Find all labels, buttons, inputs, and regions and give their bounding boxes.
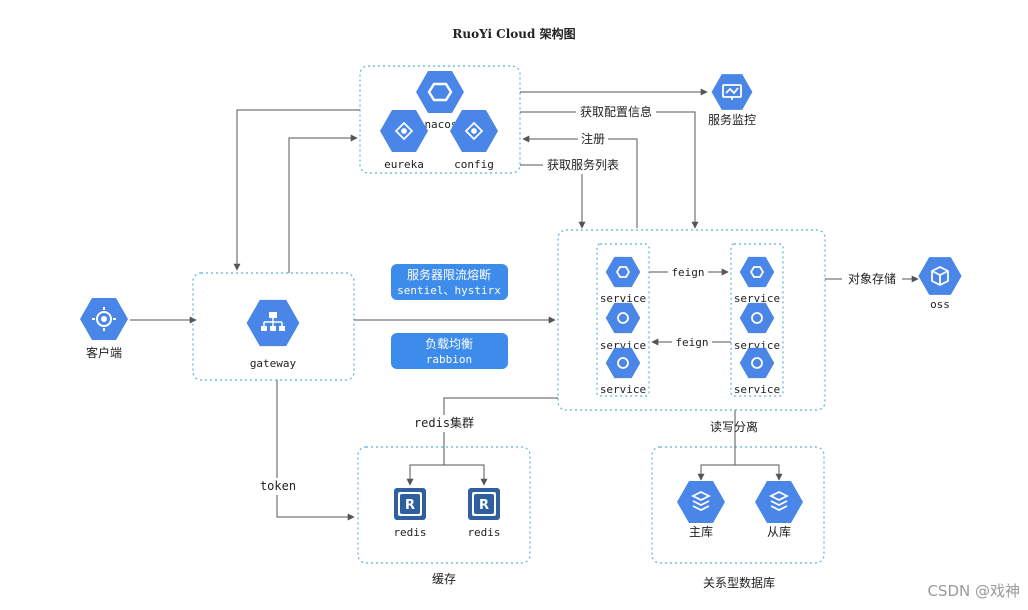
service-icon	[749, 266, 765, 278]
slave-db-label: 从库	[767, 524, 791, 539]
edge-redis-cluster	[443, 397, 558, 465]
monitor-node	[711, 74, 753, 110]
service-icon	[751, 312, 763, 324]
redis-2-label: redis	[467, 526, 500, 539]
services-box	[557, 229, 826, 411]
database-icon	[768, 490, 790, 512]
target-icon	[92, 307, 116, 331]
config-label: config	[454, 158, 494, 171]
load-balance-title: 负载均衡	[425, 337, 473, 351]
master-db-node	[677, 481, 725, 523]
master-db-label: 主库	[689, 524, 713, 539]
label-redis-cluster: redis集群	[414, 415, 474, 430]
edge-gateway-registry	[288, 134, 358, 273]
gateway-label: gateway	[250, 357, 297, 370]
service-right-1-label: service	[734, 292, 780, 305]
label-get-services: 获取服务列表	[547, 157, 619, 172]
load-balance-subtitle: rabbion	[426, 353, 472, 366]
database-title: 关系型数据库	[703, 575, 775, 590]
redis-node-2: R	[468, 488, 500, 520]
config-icon	[464, 121, 484, 141]
redis-icon	[400, 494, 420, 514]
label-get-config: 获取配置信息	[580, 104, 652, 119]
edge-token	[276, 380, 355, 521]
eureka-node	[380, 110, 428, 152]
rate-limit-badge: 服务器限流熔断 sentiel、hystirx	[391, 264, 508, 300]
service-right-3-label: service	[734, 383, 780, 396]
service-icon	[751, 357, 763, 369]
service-icon	[617, 312, 629, 324]
client-label: 客户端	[86, 345, 122, 360]
nacos-label: nacos	[424, 118, 457, 131]
nacos-node	[416, 71, 464, 113]
slave-db-node	[755, 481, 803, 523]
label-feign-2: feign	[675, 336, 708, 349]
config-node	[450, 110, 498, 152]
svg-text:R: R	[479, 498, 489, 513]
rate-limit-title: 服务器限流熔断	[407, 267, 491, 282]
eureka-label: eureka	[384, 158, 424, 171]
redis-1-label: redis	[393, 526, 426, 539]
label-feign-1: feign	[671, 266, 704, 279]
service-left-3	[605, 347, 641, 379]
service-left-1	[605, 256, 641, 288]
label-object-storage: 对象存储	[848, 271, 896, 286]
edge-redis-1	[406, 464, 444, 486]
registry-box	[359, 65, 521, 174]
oss-node	[918, 257, 962, 295]
service-right-1	[739, 256, 775, 288]
oss-label: oss	[930, 298, 950, 311]
diagram-title: RuoYi Cloud 架构图	[452, 26, 575, 41]
redis-icon	[474, 494, 494, 514]
service-right-2-label: service	[734, 339, 780, 352]
service-right-3	[739, 347, 775, 379]
redis-node-1: R	[394, 488, 426, 520]
rate-limit-subtitle: sentiel、hystirx	[397, 284, 501, 297]
monitor-icon	[722, 84, 742, 100]
edge-redis-2	[444, 464, 488, 486]
cache-title: 缓存	[432, 572, 456, 586]
edge-get-services	[520, 164, 586, 229]
service-left-2	[605, 302, 641, 334]
nacos-icon	[427, 82, 453, 102]
edge-slave	[735, 464, 783, 481]
edge-register	[522, 135, 638, 228]
edge-master	[697, 464, 735, 481]
service-icon	[617, 357, 629, 369]
service-right-2	[739, 302, 775, 334]
gateway-node	[246, 299, 300, 347]
client-node	[80, 298, 128, 340]
service-icon	[615, 266, 631, 278]
svg-text:R: R	[405, 498, 415, 513]
sitemap-icon	[261, 312, 285, 331]
storage-icon	[931, 265, 949, 287]
label-register: 注册	[581, 131, 605, 146]
label-token: token	[260, 479, 296, 493]
eureka-icon	[394, 121, 414, 141]
label-rw-split: 读写分离	[710, 419, 758, 434]
monitor-label: 服务监控	[708, 112, 756, 127]
service-left-2-label: service	[600, 339, 646, 352]
service-left-1-label: service	[600, 292, 646, 305]
service-left-3-label: service	[600, 383, 646, 396]
database-icon	[690, 490, 712, 512]
watermark: CSDN @戏神	[927, 582, 1020, 600]
edge-registry-gateway	[233, 109, 360, 271]
load-balance-badge: 负载均衡 rabbion	[391, 333, 508, 369]
